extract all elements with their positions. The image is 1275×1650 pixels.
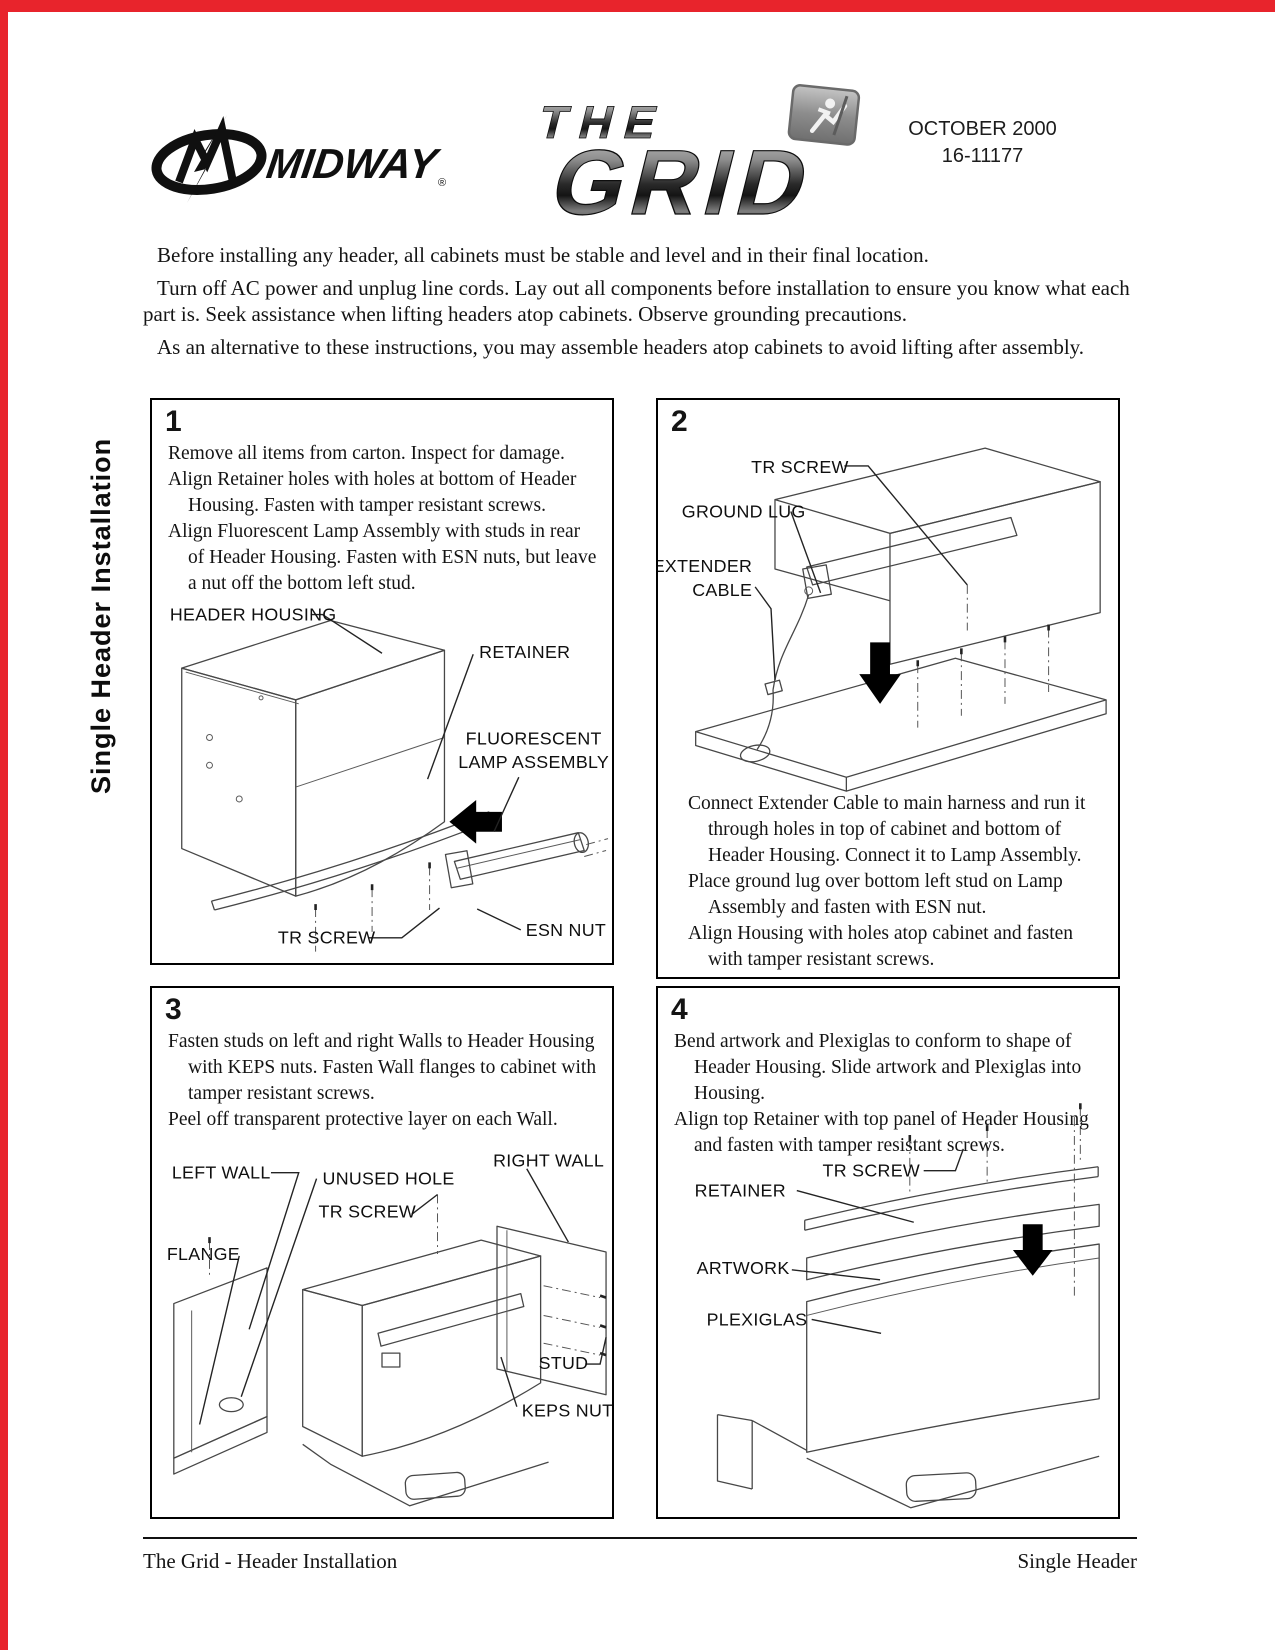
doc-date: OCTOBER 2000: [908, 118, 1057, 140]
diagram-label: ARTWORK: [697, 1258, 790, 1278]
diagram-label: FLUORESCENT: [466, 728, 602, 748]
tr-screws-line-art: [314, 862, 431, 952]
diagram-label: ESN NUT: [526, 920, 606, 940]
diagram-label: KEPS NUT: [522, 1401, 612, 1421]
panel-2-number: 2: [671, 405, 688, 438]
instruction: Place ground lug over bottom left stud o…: [688, 871, 1063, 918]
section-title-vertical: Single Header Installation: [86, 437, 116, 794]
diagram-label: TR SCREW: [319, 1201, 416, 1221]
grid-logo-grid: GRID: [542, 130, 826, 227]
diagram-label: TR SCREW: [751, 457, 848, 477]
header-housing-line-art: [302, 1239, 542, 1457]
panel-2-instructions: Connect Extender Cable to main harness a…: [688, 791, 1098, 973]
diagram-label: HEADER HOUSING: [170, 605, 337, 625]
panel-4-instructions: Bend artwork and Plexiglas to conform to…: [674, 1029, 1106, 1159]
midway-m-bolt-ellipse-icon: [151, 115, 267, 203]
intro-paragraph: Turn off AC power and unplug line cords.…: [143, 276, 1130, 326]
grid-logo: THE GRID: [533, 84, 861, 227]
panel-2-diagram: TR SCREW GROUND LUG EXTENDER CABLE: [658, 447, 1107, 792]
header-housing-line-art: [774, 447, 1101, 665]
artwork-line-art: [806, 1203, 1100, 1281]
grid-logo-the: THE: [534, 97, 675, 148]
panel-4-number: 4: [671, 993, 688, 1026]
leader-lines: [310, 613, 522, 939]
retainer-line-art: [804, 1166, 1099, 1231]
intro-text: Before installing any header, all cabine…: [143, 242, 1139, 367]
midway-registered-mark: ®: [438, 177, 446, 189]
footer-section-name: Single Header: [1017, 1549, 1137, 1573]
extender-cable-line-art: [756, 594, 810, 750]
panel-2: 2 Connect Extender Cable to main harness…: [656, 398, 1120, 979]
panel-4: 4 Bend artwork and Plexiglas to conform …: [656, 986, 1120, 1519]
instruction: Align top Retainer with top panel of Hea…: [674, 1109, 1089, 1156]
panel-1-diagram: HEADER HOUSING RETAINER FLUORESCENT LAMP…: [170, 605, 609, 952]
cabinet-line-art: [716, 1413, 1100, 1509]
scan-edge-top: [0, 0, 1275, 12]
slide-direction-arrow: [1012, 1224, 1053, 1276]
instruction: Peel off transparent protective layer on…: [168, 1109, 558, 1130]
instruction: Remove all items from carton. Inspect fo…: [168, 443, 565, 464]
diagram-label: LEFT WALL: [172, 1163, 271, 1183]
plexiglas-line-art: [806, 1243, 1100, 1453]
instruction: Align Housing with holes atop cabinet an…: [688, 923, 1074, 970]
intro-paragraph: Before installing any header, all cabine…: [157, 243, 929, 267]
footer-rule: [143, 1537, 1137, 1539]
panel-1-instructions: Remove all items from carton. Inspect fo…: [168, 441, 600, 597]
diagram-label: GROUND LUG: [682, 501, 806, 521]
leader-lines: [198, 1168, 607, 1425]
header-housing-line-art: [181, 619, 446, 897]
midway-logo: MIDWAY ®: [151, 115, 446, 203]
panel-3-instructions: Fasten studs on left and right Walls to …: [168, 1029, 600, 1133]
instruction: Bend artwork and Plexiglas to conform to…: [674, 1031, 1082, 1104]
diagram-label: RIGHT WALL: [493, 1151, 604, 1171]
leader-lines: [791, 1148, 964, 1334]
lamp-assembly-line-art: [444, 832, 609, 889]
cabinet-line-art: [302, 1443, 549, 1507]
tr-screws-line-art: [916, 584, 1050, 728]
panel-3-number: 3: [165, 993, 182, 1026]
lower-direction-arrow: [859, 642, 901, 704]
instruction: Align Fluorescent Lamp Assembly with stu…: [168, 521, 597, 594]
diagram-label: EXTENDER: [658, 556, 752, 576]
panel-4-diagram: TR SCREW RETAINER ARTWORK PLEXIGLAS: [695, 1103, 1100, 1509]
diagram-label: TR SCREW: [823, 1161, 920, 1181]
studs-line-art: [437, 1194, 607, 1357]
intro-paragraph: As an alternative to these instructions,…: [157, 335, 1085, 359]
instruction: Connect Extender Cable to main harness a…: [688, 793, 1086, 866]
panel-3-diagram: RIGHT WALL LEFT WALL UNUSED HOLE TR SCRE…: [167, 1151, 612, 1507]
retainer-line-art: [210, 811, 493, 911]
midway-wordmark: MIDWAY: [264, 140, 444, 187]
diagram-label: RETAINER: [479, 642, 570, 662]
leader-lines: [754, 465, 968, 681]
footer-document-title: The Grid - Header Installation: [143, 1549, 398, 1573]
doc-number: 16-11177: [941, 145, 1024, 167]
doc-date-block: OCTOBER 2000 16-11177: [905, 116, 1060, 170]
diagram-label: UNUSED HOLE: [323, 1169, 455, 1189]
panel-3: 3 Fasten studs on left and right Walls t…: [150, 986, 614, 1519]
diagram-label: FLANGE: [167, 1244, 240, 1264]
right-wall-line-art: [496, 1225, 607, 1396]
instruction: Align Retainer holes with holes at botto…: [168, 469, 577, 516]
panel-1: 1 Remove all items from carton. Inspect …: [150, 398, 614, 965]
insert-direction-arrow: [449, 799, 502, 844]
panel-1-number: 1: [165, 405, 182, 438]
diagram-label: TR SCREW: [278, 928, 375, 948]
cabinet-top-line-art: [695, 657, 1107, 792]
runner-icon: [787, 84, 861, 146]
diagram-label: STUD: [539, 1353, 589, 1373]
diagram-label: PLEXIGLAS: [707, 1309, 808, 1329]
instruction: Fasten studs on left and right Walls to …: [168, 1031, 597, 1104]
scan-edge-left: [0, 0, 8, 1650]
left-wall-line-art: [173, 1237, 268, 1475]
diagram-label: RETAINER: [695, 1180, 786, 1200]
diagram-label: LAMP ASSEMBLY: [458, 752, 609, 772]
diagram-label: CABLE: [692, 580, 752, 600]
